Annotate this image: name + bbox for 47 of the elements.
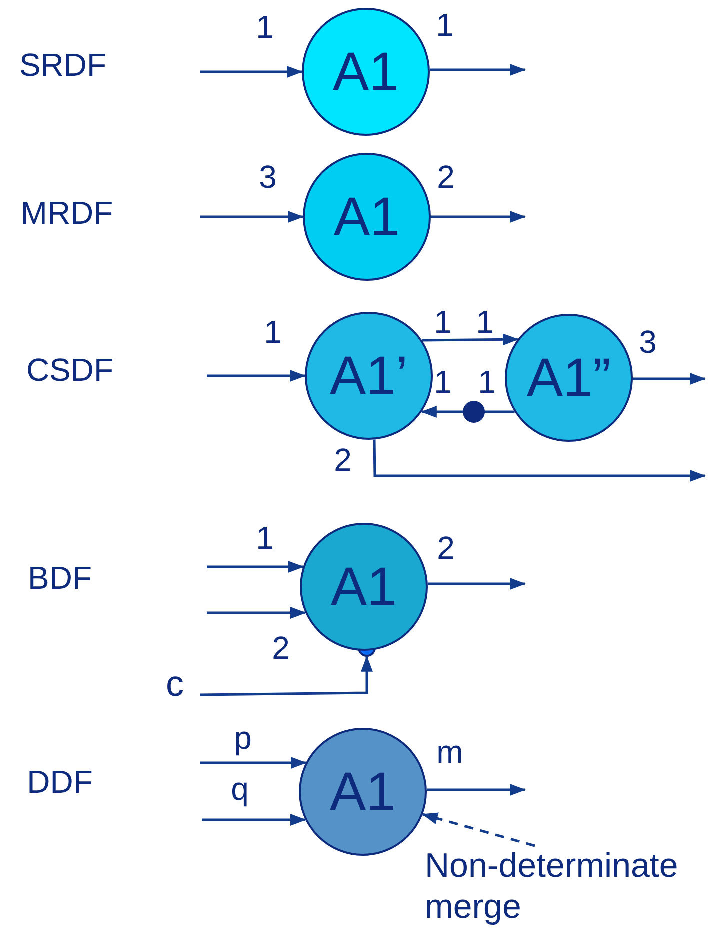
rate-label: 3 [639, 326, 657, 358]
rate-label: 2 [334, 444, 352, 476]
rate-label: 2 [437, 532, 455, 564]
arrow [430, 64, 526, 76]
arrow [200, 757, 307, 769]
rate-label: q [231, 773, 249, 805]
arrow [373, 440, 706, 482]
actor-name: A1 [332, 45, 400, 99]
arrow [200, 656, 373, 696]
actor-name: A1’ [330, 349, 408, 403]
arrow [422, 334, 519, 346]
rate-label: 1 [264, 316, 282, 348]
actor-name: A1 [330, 765, 396, 819]
rate-label: BDF [28, 562, 92, 594]
rate-label: SRDF [19, 49, 107, 81]
rate-label: 3 [259, 161, 277, 193]
rate-label: 1 [434, 306, 452, 338]
arrow [200, 66, 303, 78]
arrow [431, 211, 526, 223]
rate-label: 1 [436, 9, 454, 41]
rate-label: 1 [256, 11, 274, 43]
arrow [633, 373, 706, 385]
rate-label: 1 [478, 366, 496, 398]
rate-label: DDF [27, 766, 93, 798]
rate-label: 2 [437, 161, 455, 193]
rate-label: 1 [476, 306, 494, 338]
rate-label: CSDF [26, 354, 114, 386]
actor-name: A1 [334, 190, 400, 244]
rate-label: 1 [434, 366, 452, 398]
rate-label: 1 [256, 522, 274, 554]
arrow [207, 370, 306, 382]
actor-name: A1 [330, 560, 398, 614]
arrow [207, 607, 306, 619]
actor-name: A1” [526, 351, 612, 405]
rate-label: m [436, 736, 464, 768]
rate-label: 2 [272, 632, 290, 664]
arrow [428, 578, 526, 590]
arrow [427, 784, 526, 796]
arrow [207, 561, 304, 573]
arrow [420, 406, 515, 418]
input-label: c [150, 662, 200, 706]
rate-label: MRDF [20, 197, 114, 229]
dashed-arrow [422, 812, 536, 848]
rate-label: p [234, 722, 252, 754]
arrow [202, 814, 306, 826]
arrow [200, 211, 304, 223]
annotation-text: Non-determinate merge [425, 846, 710, 930]
